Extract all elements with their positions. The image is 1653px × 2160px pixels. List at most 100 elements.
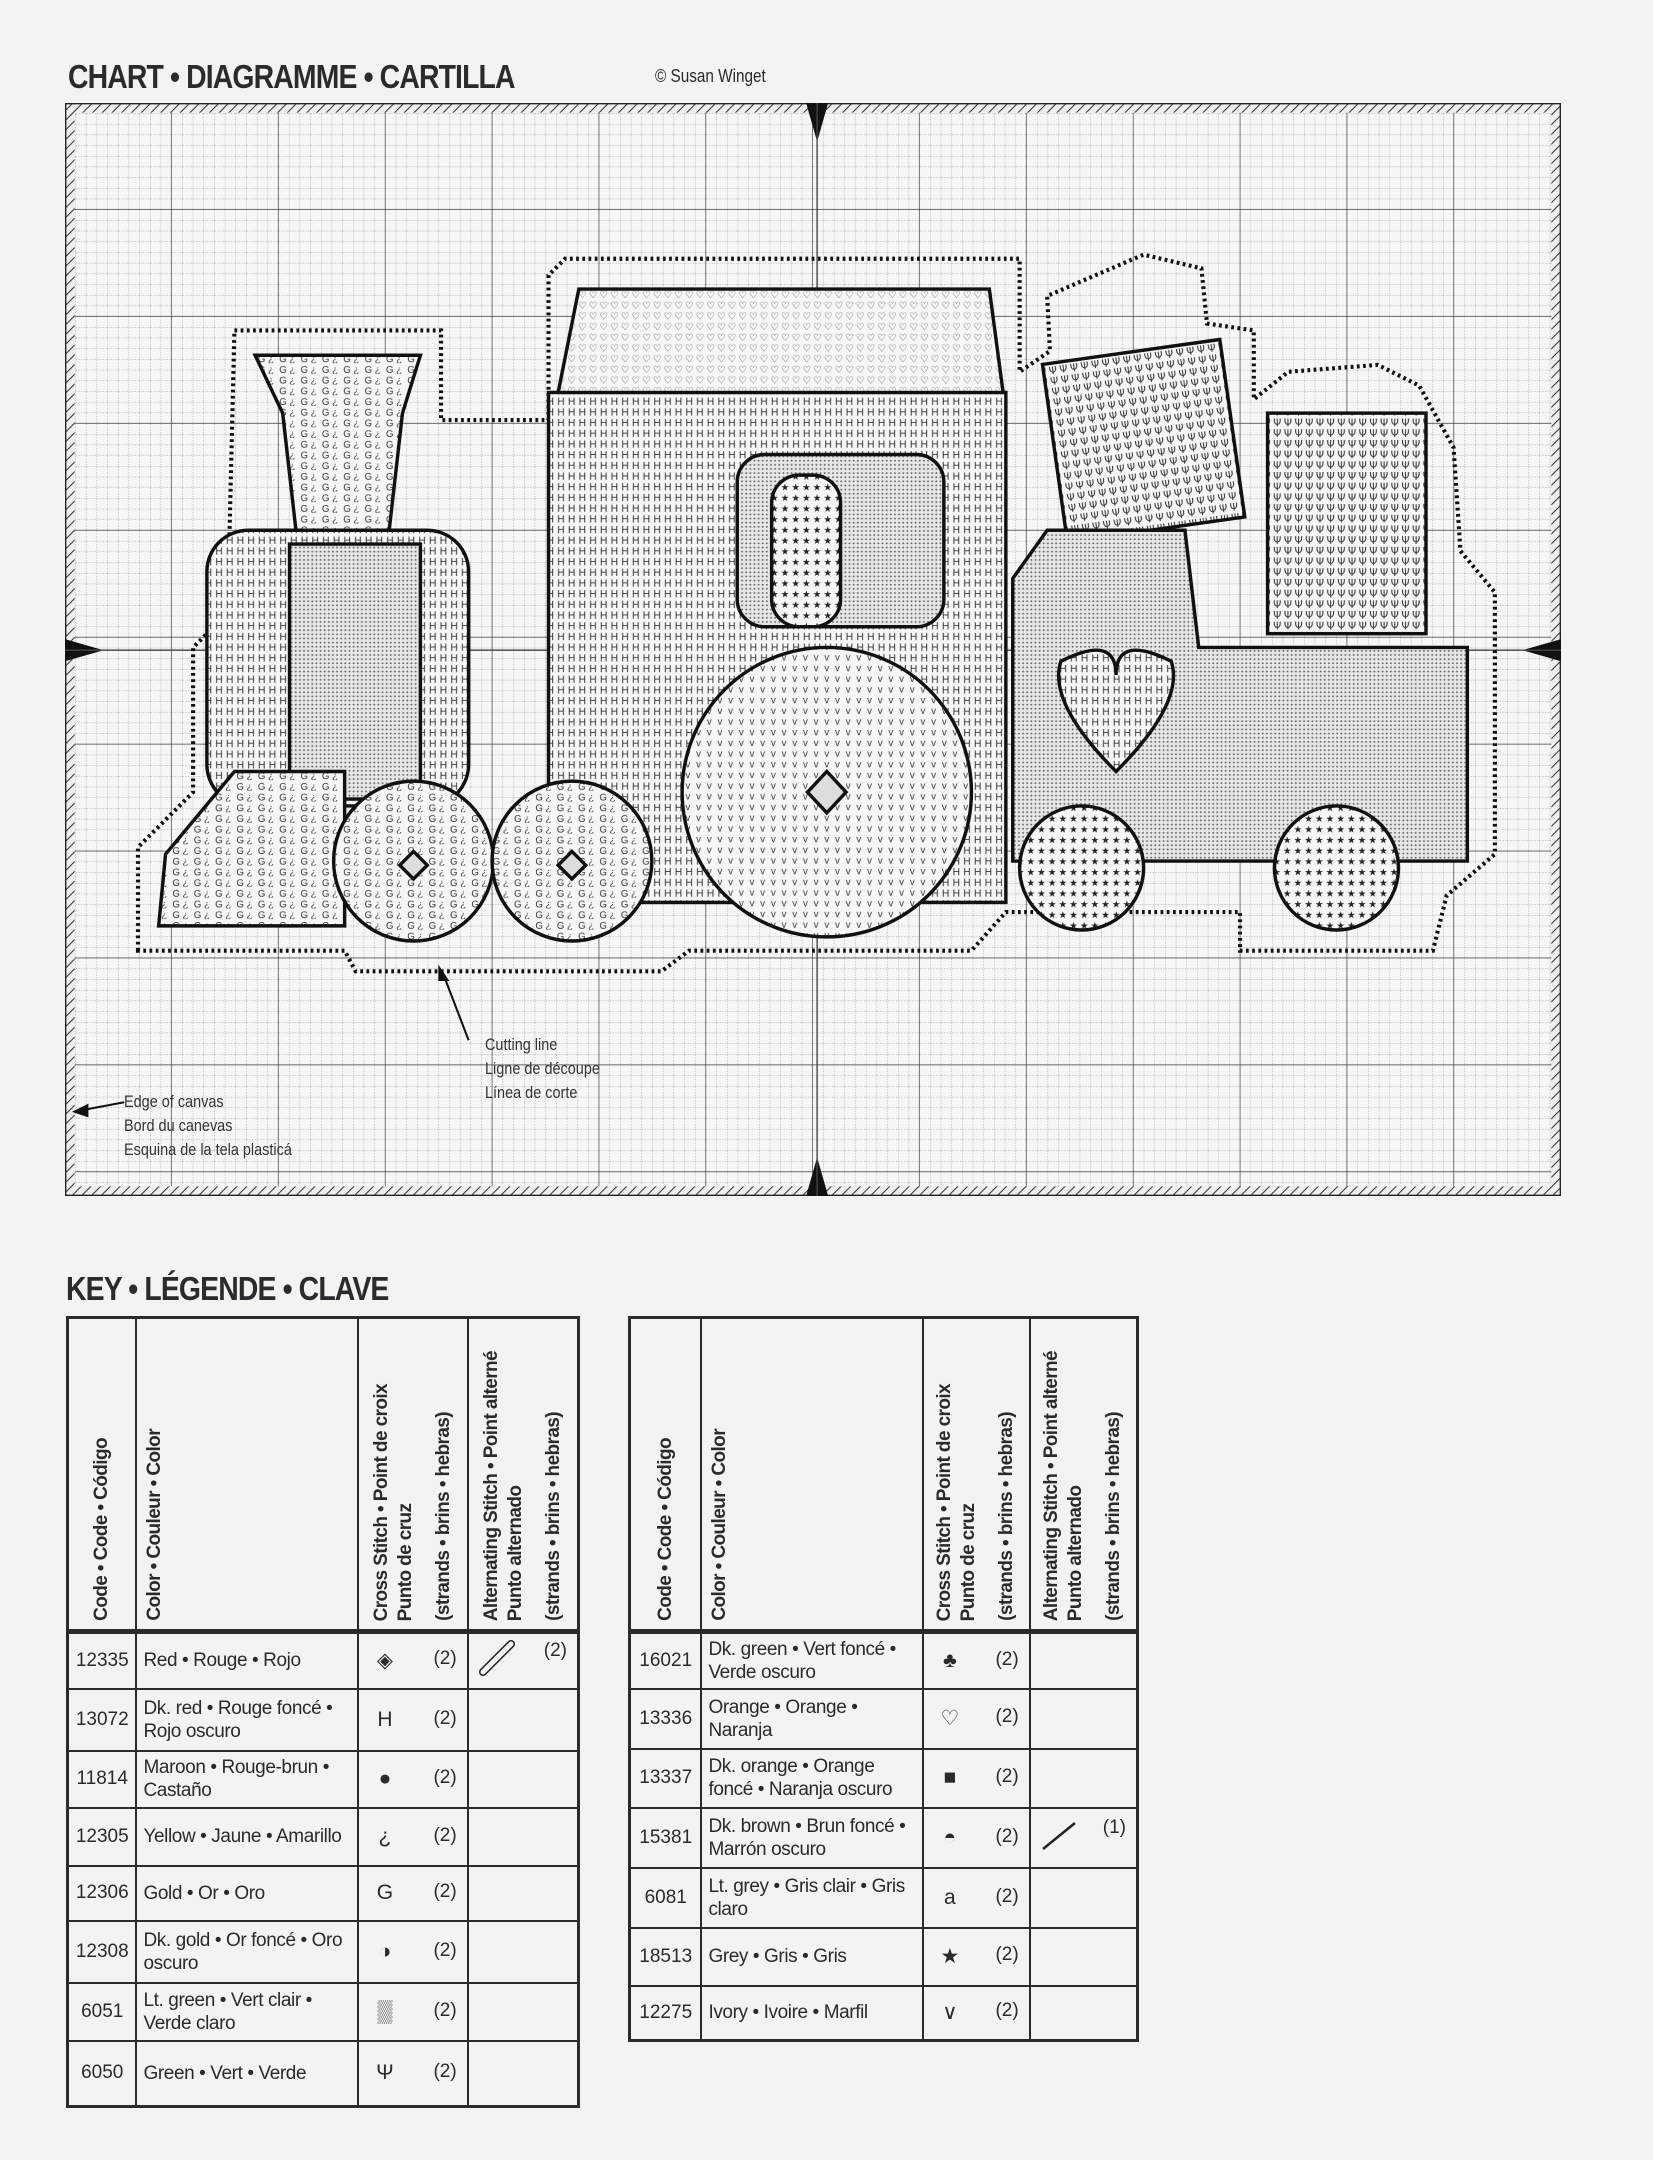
thread-color: Maroon • Rouge-brun • Castaño (135, 1749, 359, 1809)
header-alt-1: Alternating Stitch • Point alterné (480, 1350, 502, 1621)
strands: (2) (433, 2061, 457, 2083)
thread-color: Dk. orange • Orange foncé • Naranja oscu… (700, 1747, 924, 1809)
cutting-line-en: Cutting line (485, 1035, 558, 1054)
thread-color: Dk. brown • Brun foncé • Marrón oscuro (700, 1806, 924, 1869)
header-alt-2: Punto alternado (504, 1485, 526, 1621)
thread-code: 13337 (628, 1747, 703, 1809)
copyright: © Susan Winget (655, 66, 766, 86)
half-circle-icon: ◑ (378, 1939, 392, 1963)
chart-title: CHART • DIAGRAMME • CARTILLA (68, 58, 516, 95)
strands: (2) (995, 1766, 1019, 1787)
g-icon: G (376, 1881, 394, 1904)
header-cross-1: Cross Stitch • Point de croix (370, 1383, 392, 1621)
strands: (2) (995, 1706, 1019, 1727)
dotted-square-icon: ▒ (377, 1999, 393, 2023)
thread-code: 18513 (628, 1926, 703, 1987)
thread-color: Red • Rouge • Rojo (135, 1630, 359, 1690)
thread-color: Green • Vert • Verde (135, 2039, 359, 2108)
strands: (2) (433, 1824, 457, 1846)
header-code: Code • Code • Código (91, 1438, 113, 1621)
edge-es: Esquina de la tela plasticá (124, 1140, 292, 1159)
alt-strands: (1) (1102, 1816, 1126, 1838)
header-color: Color • Couleur • Color (709, 1429, 731, 1621)
strands: (2) (433, 1648, 457, 1670)
header-code: Code • Code • Código (654, 1438, 676, 1621)
thread-color: Dk. red • Rouge foncé • Rojo oscuro (135, 1687, 359, 1752)
edge-fr: Bord du canevas (124, 1116, 233, 1135)
header-alt-strands: (strands • brins • hebras) (542, 1412, 564, 1621)
strands: (2) (433, 1939, 457, 1961)
strands: (2) (995, 1944, 1019, 1965)
strands: (2) (995, 1825, 1019, 1847)
strands: (2) (433, 1767, 457, 1788)
thread-code: 11814 (66, 1749, 138, 1809)
thread-color: Dk. green • Vert foncé • Verde oscuro (700, 1630, 924, 1690)
thread-color: Gold • Or • Oro (135, 1864, 359, 1922)
strands: (2) (433, 1707, 457, 1729)
thread-code: 6051 (66, 1981, 138, 2042)
train-chart-graphic: H Ψ ♡ ★ G ¿ v (65, 103, 1561, 1196)
key-table-1: Code • Code • Código Color • Couleur • Co… (66, 1316, 580, 2108)
thread-color: Yellow • Jaune • Amarillo (135, 1806, 359, 1867)
cross-stitch-chart: H Ψ ♡ ★ G ¿ v (65, 103, 1561, 1196)
header-cross-1: Cross Stitch • Point de croix (934, 1383, 956, 1621)
star-icon: ★ (940, 1945, 960, 1968)
inverted-question-icon: ¿ (378, 1824, 392, 1848)
key-title: KEY • LÉGENDE • CLAVE (66, 1270, 389, 1307)
header-cross-2: Punto de cruz (958, 1503, 980, 1621)
h-icon: H (377, 1707, 393, 1731)
header-color: Color • Couleur • Color (144, 1429, 166, 1621)
a-icon: a (944, 1885, 956, 1909)
thread-code: 6081 (628, 1866, 703, 1929)
strands: (2) (995, 1648, 1019, 1670)
strands: (2) (995, 2000, 1019, 2022)
header-cross-strands: (strands • brins • hebras) (432, 1412, 454, 1621)
thread-color: Ivory • Ivoire • Marfil (700, 1984, 924, 2042)
thread-color: Grey • Gris • Gris (700, 1926, 924, 1987)
thread-color: Orange • Orange • Naranja (700, 1687, 924, 1750)
cutting-line-label: Cutting line Ligne de découpe Línea de c… (485, 1033, 600, 1105)
header-cross-2: Punto de cruz (394, 1503, 416, 1621)
square-icon: ■ (943, 1766, 957, 1789)
key-header-row: Code • Code • Código Color • Couleur • Co… (628, 1316, 1139, 1634)
thread-code: 12306 (66, 1864, 138, 1922)
thread-code: 13336 (628, 1687, 703, 1750)
header-alt-2: Punto alternado (1065, 1485, 1087, 1621)
ring-icon: ● (378, 1767, 392, 1790)
thread-color: Dk. gold • Or foncé • Oro oscuro (135, 1919, 359, 1984)
thread-color: Lt. green • Vert clair • Verde claro (135, 1981, 359, 2042)
heart-outline-icon: ♡ (940, 1707, 960, 1730)
psi-icon: Ψ (376, 2061, 394, 2085)
thread-code: 12308 (66, 1919, 138, 1984)
thread-code: 16021 (628, 1630, 703, 1690)
thread-code: 12275 (628, 1984, 703, 2042)
alt-strands: (2) (543, 1639, 567, 1661)
strands: (2) (433, 1999, 457, 2021)
thread-code: 15381 (628, 1806, 703, 1869)
thread-code: 13072 (66, 1687, 138, 1752)
header-alt-strands: (strands • brins • hebras) (1103, 1412, 1125, 1621)
header-cross-strands: (strands • brins • hebras) (996, 1412, 1018, 1621)
train-tender (1011, 337, 1470, 932)
edge-of-canvas-label: Edge of canvas Bord du canevas Esquina d… (124, 1090, 292, 1162)
thread-code: 12305 (66, 1806, 138, 1867)
cutting-line-fr: Ligne de découpe (485, 1059, 600, 1078)
edge-en: Edge of canvas (124, 1092, 224, 1111)
header-alt-1: Alternating Stitch • Point alterné (1041, 1350, 1063, 1621)
thread-code: 6050 (66, 2039, 138, 2108)
